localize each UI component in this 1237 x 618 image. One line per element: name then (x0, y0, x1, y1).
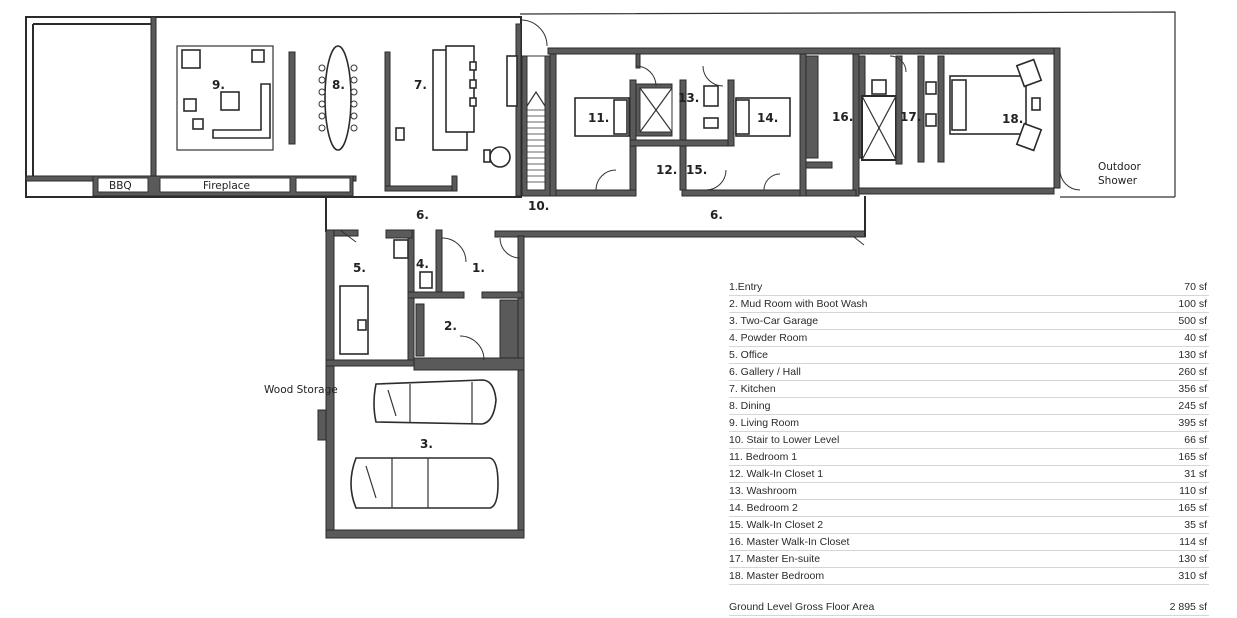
stair-to-lower-level (520, 19, 551, 197)
schedule-room: 14. Bedroom 2 (729, 502, 798, 514)
gallery-hall-walls (325, 196, 866, 246)
schedule-area: 114 sf (1179, 536, 1207, 548)
room-label-3: 3. (420, 437, 433, 451)
schedule-area: 245 sf (1178, 400, 1207, 412)
schedule-room: 8. Dining (729, 400, 771, 412)
main-wing-walls (25, 16, 522, 198)
room-label-7: 7. (414, 78, 427, 92)
schedule-spacer (729, 585, 1209, 599)
schedule-room: 4. Powder Room (729, 332, 808, 344)
room-label-11: 11. (588, 111, 609, 125)
schedule-room: 5. Office (729, 349, 768, 361)
schedule-row: 15. Walk-In Closet 2 35 sf (729, 517, 1209, 534)
kitchen-island (395, 45, 511, 168)
schedule-row: 1.Entry 70 sf (729, 279, 1209, 296)
bedroom-wing-walls (547, 47, 1081, 197)
schedule-area: 70 sf (1184, 281, 1207, 293)
schedule-room: 13. Washroom (729, 485, 797, 497)
plan-text-labels: BBQ Fireplace Wood Storage Outdoor Showe… (109, 161, 1142, 396)
schedule-area: 310 sf (1178, 570, 1207, 582)
living-room-furniture (176, 45, 296, 151)
schedule-area: 130 sf (1178, 349, 1207, 361)
room-label-12: 12. (656, 163, 677, 177)
room-label-2: 2. (444, 319, 457, 333)
schedule-row: 14. Bedroom 2 165 sf (729, 500, 1209, 517)
schedule-row: 18. Master Bedroom 310 sf (729, 568, 1209, 585)
schedule-row: 11. Bedroom 1 165 sf (729, 449, 1209, 466)
schedule-area: 31 sf (1184, 468, 1207, 480)
schedule-row: 6. Gallery / Hall 260 sf (729, 364, 1209, 381)
schedule-room: 3. Two-Car Garage (729, 315, 819, 327)
schedule-area: 110 sf (1179, 485, 1207, 497)
room-label-9: 9. (212, 78, 225, 92)
schedule-total-area: 2 895 sf (1169, 601, 1207, 613)
room-number-labels: 1. 2. 3. 4. 5. 6. 6. 7. 8. 9. 10. 11. 12… (212, 78, 1023, 451)
schedule-area: 35 sf (1184, 519, 1207, 531)
schedule-area: 260 sf (1178, 366, 1207, 378)
schedule-room: 15. Walk-In Closet 2 (729, 519, 824, 531)
fireplace-label: Fireplace (203, 180, 250, 192)
schedule-room: 18. Master Bedroom (729, 570, 825, 582)
room-label-14: 14. (757, 111, 778, 125)
room-label-13: 13. (678, 91, 699, 105)
schedule-area: 356 sf (1178, 383, 1207, 395)
wood-storage-label: Wood Storage (264, 384, 338, 396)
schedule-row: 10. Stair to Lower Level 66 sf (729, 432, 1209, 449)
schedule-area: 165 sf (1178, 451, 1207, 463)
room-label-6b: 6. (710, 208, 723, 222)
room-label-15: 15. (686, 163, 707, 177)
schedule-row: 3. Two-Car Garage 500 sf (729, 313, 1209, 330)
schedule-room: 6. Gallery / Hall (729, 366, 801, 378)
room-label-5: 5. (353, 261, 366, 275)
south-wing-walls (317, 229, 525, 539)
schedule-area: 66 sf (1184, 434, 1207, 446)
room-label-10: 10. (528, 199, 549, 213)
roof-overhang-outline (519, 11, 1176, 198)
schedule-room: 11. Bedroom 1 (729, 451, 798, 463)
schedule-room: 17. Master En-suite (729, 553, 821, 565)
schedule-row: 8. Dining 245 sf (729, 398, 1209, 415)
schedule-total-label: Ground Level Gross Floor Area (729, 601, 875, 613)
room-label-17: 17. (900, 110, 921, 124)
schedule-room: 10. Stair to Lower Level (729, 434, 840, 446)
area-schedule: 1.Entry 70 sf 2. Mud Room with Boot Wash 1… (729, 279, 1209, 616)
schedule-row: 5. Office 130 sf (729, 347, 1209, 364)
schedule-row: 17. Master En-suite 130 sf (729, 551, 1209, 568)
room-label-16: 16. (832, 110, 853, 124)
room-label-8: 8. (332, 78, 345, 92)
schedule-room: 1.Entry (729, 281, 763, 293)
schedule-row: 16. Master Walk-In Closet 114 sf (729, 534, 1209, 551)
schedule-row: 9. Living Room 395 sf (729, 415, 1209, 432)
schedule-room: 12. Walk-In Closet 1 (729, 468, 824, 480)
schedule-row: 13. Washroom 110 sf (729, 483, 1209, 500)
schedule-total-row: Ground Level Gross Floor Area 2 895 sf (729, 599, 1209, 616)
schedule-room: 16. Master Walk-In Closet (729, 536, 850, 548)
outdoor-shower-label-line1: Outdoor (1098, 161, 1142, 173)
bbq-label: BBQ (109, 180, 132, 192)
schedule-room: 7. Kitchen (729, 383, 776, 395)
schedule-area: 100 sf (1178, 298, 1207, 310)
schedule-room: 2. Mud Room with Boot Wash (729, 298, 868, 310)
schedule-room: 9. Living Room (729, 417, 800, 429)
room-label-6a: 6. (416, 208, 429, 222)
schedule-area: 165 sf (1178, 502, 1207, 514)
schedule-area: 395 sf (1178, 417, 1207, 429)
room-label-4: 4. (416, 257, 429, 271)
outdoor-shower-label-line2: Shower (1098, 175, 1138, 187)
room-label-18: 18. (1002, 112, 1023, 126)
schedule-row: 12. Walk-In Closet 1 31 sf (729, 466, 1209, 483)
dining-table (318, 45, 358, 151)
schedule-area: 500 sf (1178, 315, 1207, 327)
schedule-area: 40 sf (1184, 332, 1207, 344)
room-label-1: 1. (472, 261, 485, 275)
schedule-row: 4. Powder Room 40 sf (729, 330, 1209, 347)
schedule-row: 2. Mud Room with Boot Wash 100 sf (729, 296, 1209, 313)
schedule-row: 7. Kitchen 356 sf (729, 381, 1209, 398)
schedule-area: 130 sf (1178, 553, 1207, 565)
garage-cars (350, 379, 499, 509)
